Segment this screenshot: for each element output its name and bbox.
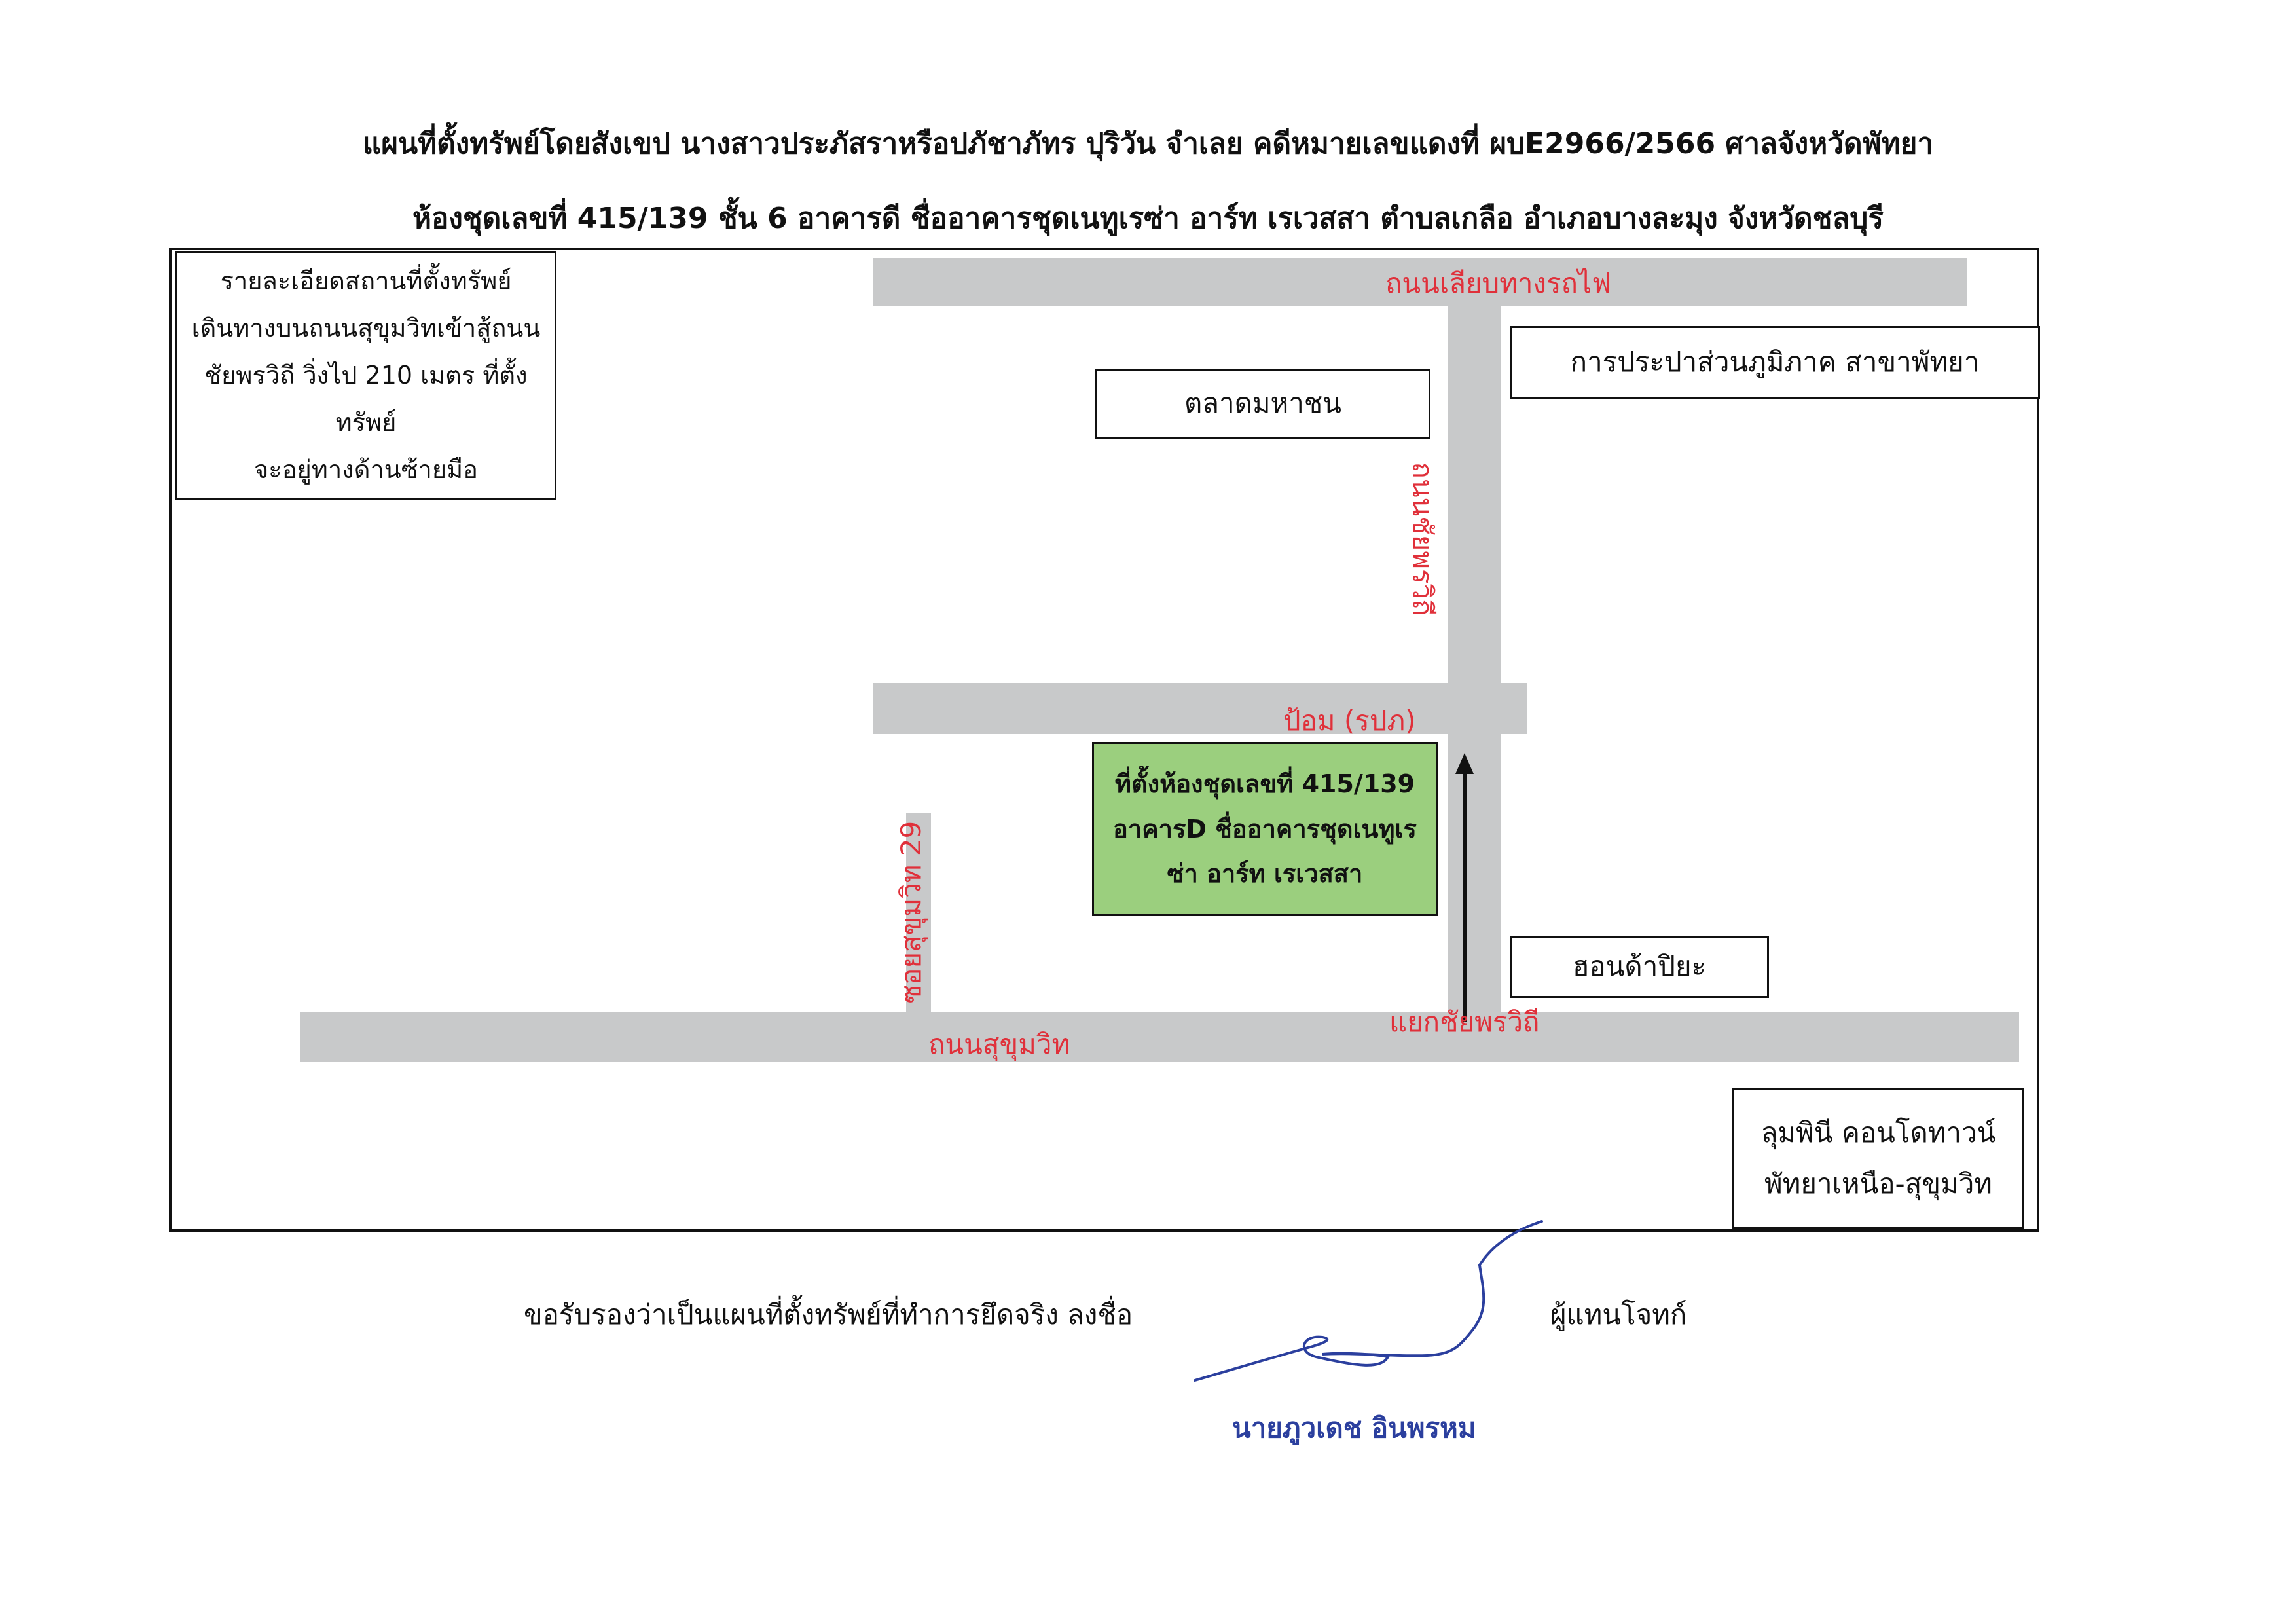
sukhumvit-road-label: ถนนสุขุมวิท [928,1028,1070,1060]
honda-label: ฮอนด้าปิยะ [1572,950,1707,983]
signer-name: นายภูวเดช อินพรหม [1232,1412,1476,1444]
site-label-line-1: ที่ตั้งห้องชุดเลขที่ 415/139 [1114,769,1415,799]
description-line: ชัยพรวิถี วิ่งไป 210 เมตร ที่ตั้งทรัพย์ [204,360,528,437]
certification-text: ขอรับรองว่าเป็นแผนที่ตั้งทรัพย์ที่ทำการย… [524,1299,1133,1331]
intersection-label: แยกชัยพรวิถี [1389,1006,1540,1038]
map-frame [169,248,2039,1232]
sukhumvit-road [300,1012,2019,1062]
police-box-road [873,683,1502,734]
soi-sukhumvit-29-label: ซอยสุขุมวิท 29 [895,821,928,1004]
signature-icon [1194,1220,1543,1382]
police-box-label: ป้อม (รปภ) [1283,705,1416,737]
lumpini-landmark-box: ลุมพินี คอนโดทาวน์ พัทยาเหนือ-สุขุมวิท [1732,1088,2024,1229]
map-title-line-1: แผนที่ตั้งทรัพย์โดยสังเขป นางสาวประภัสรา… [362,127,1934,160]
description-line: จะอยู่ทางด้านซ้ายมือ [254,455,478,485]
site-label-line-2: อาคารD ชื่ออาคารชุดเนทูเร [1113,814,1417,843]
lumpini-label-line-2: พัทยาเหนือ-สุขุมวิท [1764,1168,1992,1200]
chaiyaphruek-road-label: ถนนชัยพรวิถี [1406,462,1439,616]
map-title-line-2: ห้องชุดเลขที่ 415/139 ชั้น 6 อาคารดี ชื่… [412,202,1884,235]
direction-arrow-icon [1455,753,1474,1022]
signer-role: ผู้แทนโจทก์ [1550,1299,1687,1331]
soi-sukhumvit-29-road [906,813,931,1014]
railway-road [873,258,1967,306]
description-line: เดินทางบนถนนสุขุมวิทเข้าสู้ถนน [191,313,541,342]
police-box-road-east-stub [1498,683,1527,734]
lumpini-label-line-1: ลุมพินี คอนโดทาวน์ [1760,1116,1996,1149]
waterworks-landmark-box: การประปาส่วนภูมิภาค สาขาพัทยา [1510,326,2040,399]
market-label: ตลาดมหาชน [1184,387,1342,420]
railway-road-label: ถนนเลียบทางรถไฟ [1385,267,1611,299]
chaiyaphruek-road [1448,305,1501,1040]
waterworks-label: การประปาส่วนภูมิภาค สาขาพัทยา [1570,346,1980,378]
honda-landmark-box: ฮอนด้าปิยะ [1510,936,1769,998]
description-line: รายละเอียดสถานที่ตั้งทรัพย์ [220,266,512,295]
property-site-marker: ที่ตั้งห้องชุดเลขที่ 415/139 อาคารD ชื่อ… [1092,742,1438,916]
site-label-line-3: ซ่า อาร์ท เรเวสสา [1167,859,1363,889]
market-landmark-box: ตลาดมหาชน [1095,369,1430,439]
location-description-box: รายละเอียดสถานที่ตั้งทรัพย์ เดินทางบนถนน… [175,251,556,500]
